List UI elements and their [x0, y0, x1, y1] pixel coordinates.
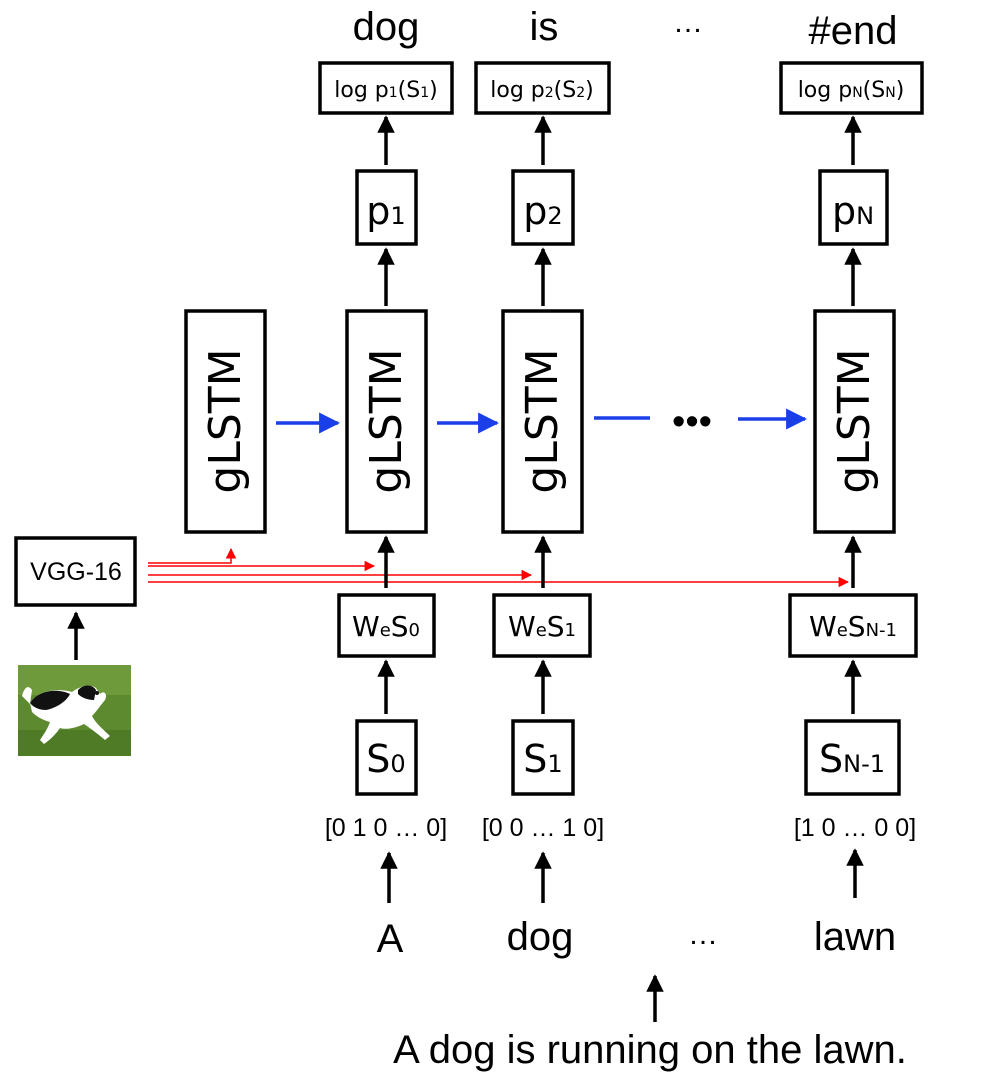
log-prob-box-n: log pN(SN)	[779, 61, 924, 115]
input-word-ellipsis: …	[688, 918, 718, 951]
svg-text:gLSTM: gLSTM	[517, 348, 568, 493]
svg-text:p1: p1	[366, 189, 405, 233]
output-word-ellipsis: …	[673, 6, 703, 39]
svg-text:p2: p2	[523, 189, 562, 233]
input-word-dog: dog	[507, 915, 574, 959]
input-sentence: A dog is running on the lawn.	[393, 1028, 907, 1072]
glstm-box-1: gLSTM	[345, 309, 428, 534]
recurrent-ellipsis: •••	[672, 401, 712, 443]
embedding-box-n: WeSN-1	[788, 593, 918, 658]
svg-text:gLSTM: gLSTM	[829, 348, 880, 493]
glstm-box-0: gLSTM	[184, 309, 267, 534]
token-box-1: S1	[511, 719, 575, 796]
svg-text:S1: S1	[523, 737, 562, 781]
svg-text:log pN(SN): log pN(SN)	[798, 78, 905, 103]
svg-text:gLSTM: gLSTM	[200, 348, 251, 493]
embedding-box-1: WeS1	[492, 593, 592, 658]
output-word-2: is	[530, 5, 559, 49]
svg-text:WeS0: WeS0	[352, 610, 420, 643]
svg-text:WeSN-1: WeSN-1	[809, 610, 897, 643]
embedding-box-0: WeS0	[337, 593, 436, 658]
svg-text:SN-1: SN-1	[819, 737, 885, 781]
svg-text:log p1(S1): log p1(S1)	[334, 78, 438, 103]
input-word-a: A	[377, 917, 404, 961]
prob-box-1: p1	[355, 169, 418, 246]
svg-text:S0: S0	[366, 737, 405, 781]
one-hot-vector-n: [1 0 … 0 0]	[794, 814, 916, 842]
svg-text:VGG-16: VGG-16	[30, 558, 122, 586]
prob-box-2: p2	[511, 169, 575, 246]
output-word-1: dog	[353, 5, 420, 49]
dog-photo	[18, 665, 131, 756]
input-word-lawn: lawn	[814, 915, 896, 959]
svg-text:log p2(S2): log p2(S2)	[490, 78, 594, 103]
log-prob-box-1: log p1(S1)	[318, 61, 454, 115]
token-box-n: SN-1	[804, 719, 901, 796]
output-word-end: #end	[809, 9, 898, 53]
prob-box-n: pN	[818, 169, 889, 246]
image-feature-arrow-0	[148, 547, 237, 564]
log-prob-box-2: log p2(S2)	[474, 61, 611, 115]
svg-text:gLSTM: gLSTM	[361, 348, 412, 493]
glstm-box-n: gLSTM	[813, 309, 896, 534]
svg-text:WeS1: WeS1	[508, 610, 576, 643]
token-box-0: S0	[355, 719, 418, 796]
vgg16-box: VGG-16	[14, 536, 137, 607]
one-hot-vector-0: [0 1 0 … 0]	[325, 814, 447, 842]
one-hot-vector-1: [0 0 … 1 0]	[482, 814, 604, 842]
svg-text:pN: pN	[832, 189, 874, 233]
glstm-box-2: gLSTM	[501, 309, 584, 534]
